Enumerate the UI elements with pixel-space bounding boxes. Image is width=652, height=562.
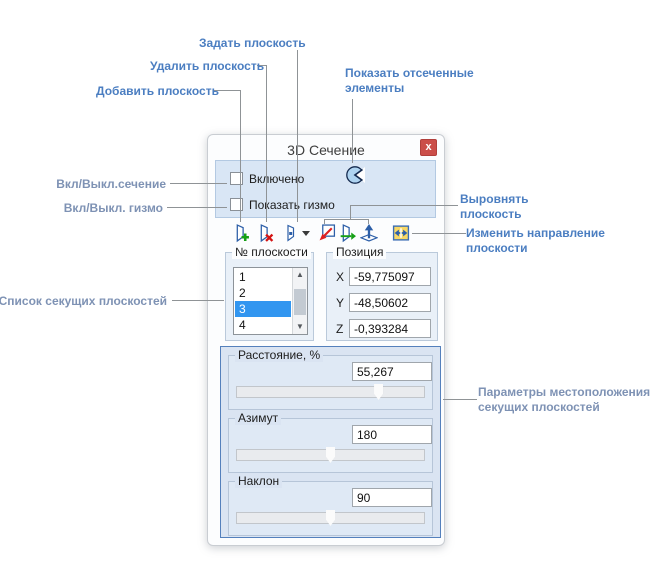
enabled-label[interactable]: Включено — [249, 172, 305, 186]
leader-add-plane-v — [240, 90, 241, 222]
leader-params — [443, 399, 477, 400]
annotation-delete-plane: Удалить плоскость — [150, 59, 265, 73]
leader-show-clipped-v — [352, 99, 353, 163]
azimuth-label: Азимут — [235, 411, 282, 425]
align-view-icon[interactable] — [318, 223, 336, 243]
gizmo-label[interactable]: Показать гизмо — [249, 198, 335, 212]
leader-add-plane — [214, 90, 240, 91]
tilt-label: Наклон — [235, 474, 283, 488]
annotation-show-clipped: Показать отсеченные элементы — [345, 66, 474, 95]
leader-align-riser — [350, 205, 351, 220]
align-plane-icon[interactable] — [338, 223, 356, 243]
azimuth-slider-thumb[interactable] — [326, 447, 335, 463]
align-normal-icon[interactable] — [360, 223, 378, 243]
position-group-label: Позиция — [333, 245, 387, 259]
annotation-align-plane: Выровнять плоскость — [460, 192, 529, 221]
position-x-input[interactable] — [349, 267, 431, 286]
distance-slider[interactable] — [236, 384, 425, 400]
list-item[interactable]: 4 — [239, 318, 246, 332]
distance-group: Расстояние, % — [228, 348, 433, 410]
annotation-toggle-section: Вкл/Выкл.сечение — [56, 177, 166, 191]
annotation-add-plane: Добавить плоскость — [96, 84, 219, 98]
tilt-input[interactable] — [352, 488, 432, 507]
azimuth-group: Азимут — [228, 411, 433, 473]
annotation-set-plane: Задать плоскость — [199, 36, 306, 50]
location-params-box: Расстояние, % Азимут Наклон — [220, 346, 441, 538]
plane-list-group-label: № плоскости — [232, 245, 311, 259]
plane-list-group: № плоскости 1 2 3 4 ▲ ▼ — [225, 245, 314, 341]
leader-align-stub-left — [324, 219, 325, 224]
plane-listbox[interactable]: 1 2 3 4 ▲ ▼ — [233, 267, 308, 335]
list-item[interactable]: 3 — [235, 301, 291, 317]
list-item[interactable]: 1 — [239, 270, 246, 284]
distance-slider-thumb[interactable] — [374, 384, 384, 400]
annotation-change-direction: Изменить направление плоскости — [466, 226, 605, 255]
leader-delete-plane-v — [266, 65, 267, 222]
axis-x-label: X — [336, 270, 345, 284]
azimuth-slider[interactable] — [236, 447, 425, 463]
set-plane-icon[interactable] — [284, 223, 297, 243]
checkbox-panel: Включено Показать гизмо — [215, 160, 436, 218]
distance-label: Расстояние, % — [235, 348, 324, 362]
scroll-down-icon[interactable]: ▼ — [293, 320, 307, 334]
section-eye-icon[interactable] — [345, 165, 365, 185]
enabled-checkbox[interactable] — [230, 172, 243, 185]
annotation-params: Параметры местоположения секущих плоскос… — [478, 385, 651, 414]
position-group: Позиция X Y Z — [326, 245, 438, 341]
tilt-slider[interactable] — [236, 510, 425, 526]
distance-input[interactable] — [352, 362, 432, 381]
annotation-plane-list: Список секущих плоскостей — [0, 294, 167, 308]
axis-z-label: Z — [336, 322, 344, 336]
list-item[interactable]: 2 — [239, 286, 246, 300]
list-scrollbar[interactable]: ▲ ▼ — [292, 268, 307, 334]
azimuth-input[interactable] — [352, 425, 432, 444]
close-button[interactable]: x — [420, 139, 437, 156]
leader-change-dir — [412, 233, 466, 234]
leader-delete-plane — [257, 65, 266, 66]
leader-align-bracket — [324, 219, 369, 220]
axis-y-label: Y — [336, 296, 345, 310]
leader-set-plane-v — [297, 50, 298, 222]
leader-align-main — [350, 205, 458, 206]
delete-plane-icon[interactable] — [256, 223, 274, 243]
position-z-input[interactable] — [349, 319, 431, 338]
add-plane-icon[interactable] — [232, 223, 250, 243]
tilt-group: Наклон — [228, 474, 433, 536]
section-dialog: 3D Сечение x Включено Показать гизмо — [207, 134, 445, 546]
tilt-slider-thumb[interactable] — [326, 510, 335, 526]
annotation-toggle-gizmo: Вкл/Выкл. гизмо — [63, 201, 163, 215]
change-direction-icon[interactable] — [392, 223, 410, 243]
leader-toggle-section — [170, 183, 227, 184]
leader-align-stub-right — [368, 219, 369, 224]
position-y-input[interactable] — [349, 293, 431, 312]
leader-plane-list — [172, 300, 224, 301]
scroll-up-icon[interactable]: ▲ — [293, 268, 307, 282]
leader-toggle-gizmo — [167, 207, 227, 208]
scrollbar-thumb[interactable] — [294, 289, 306, 315]
dropdown-caret[interactable] — [302, 231, 310, 236]
dialog-title: 3D Сечение — [287, 142, 365, 158]
gizmo-checkbox[interactable] — [230, 198, 243, 211]
